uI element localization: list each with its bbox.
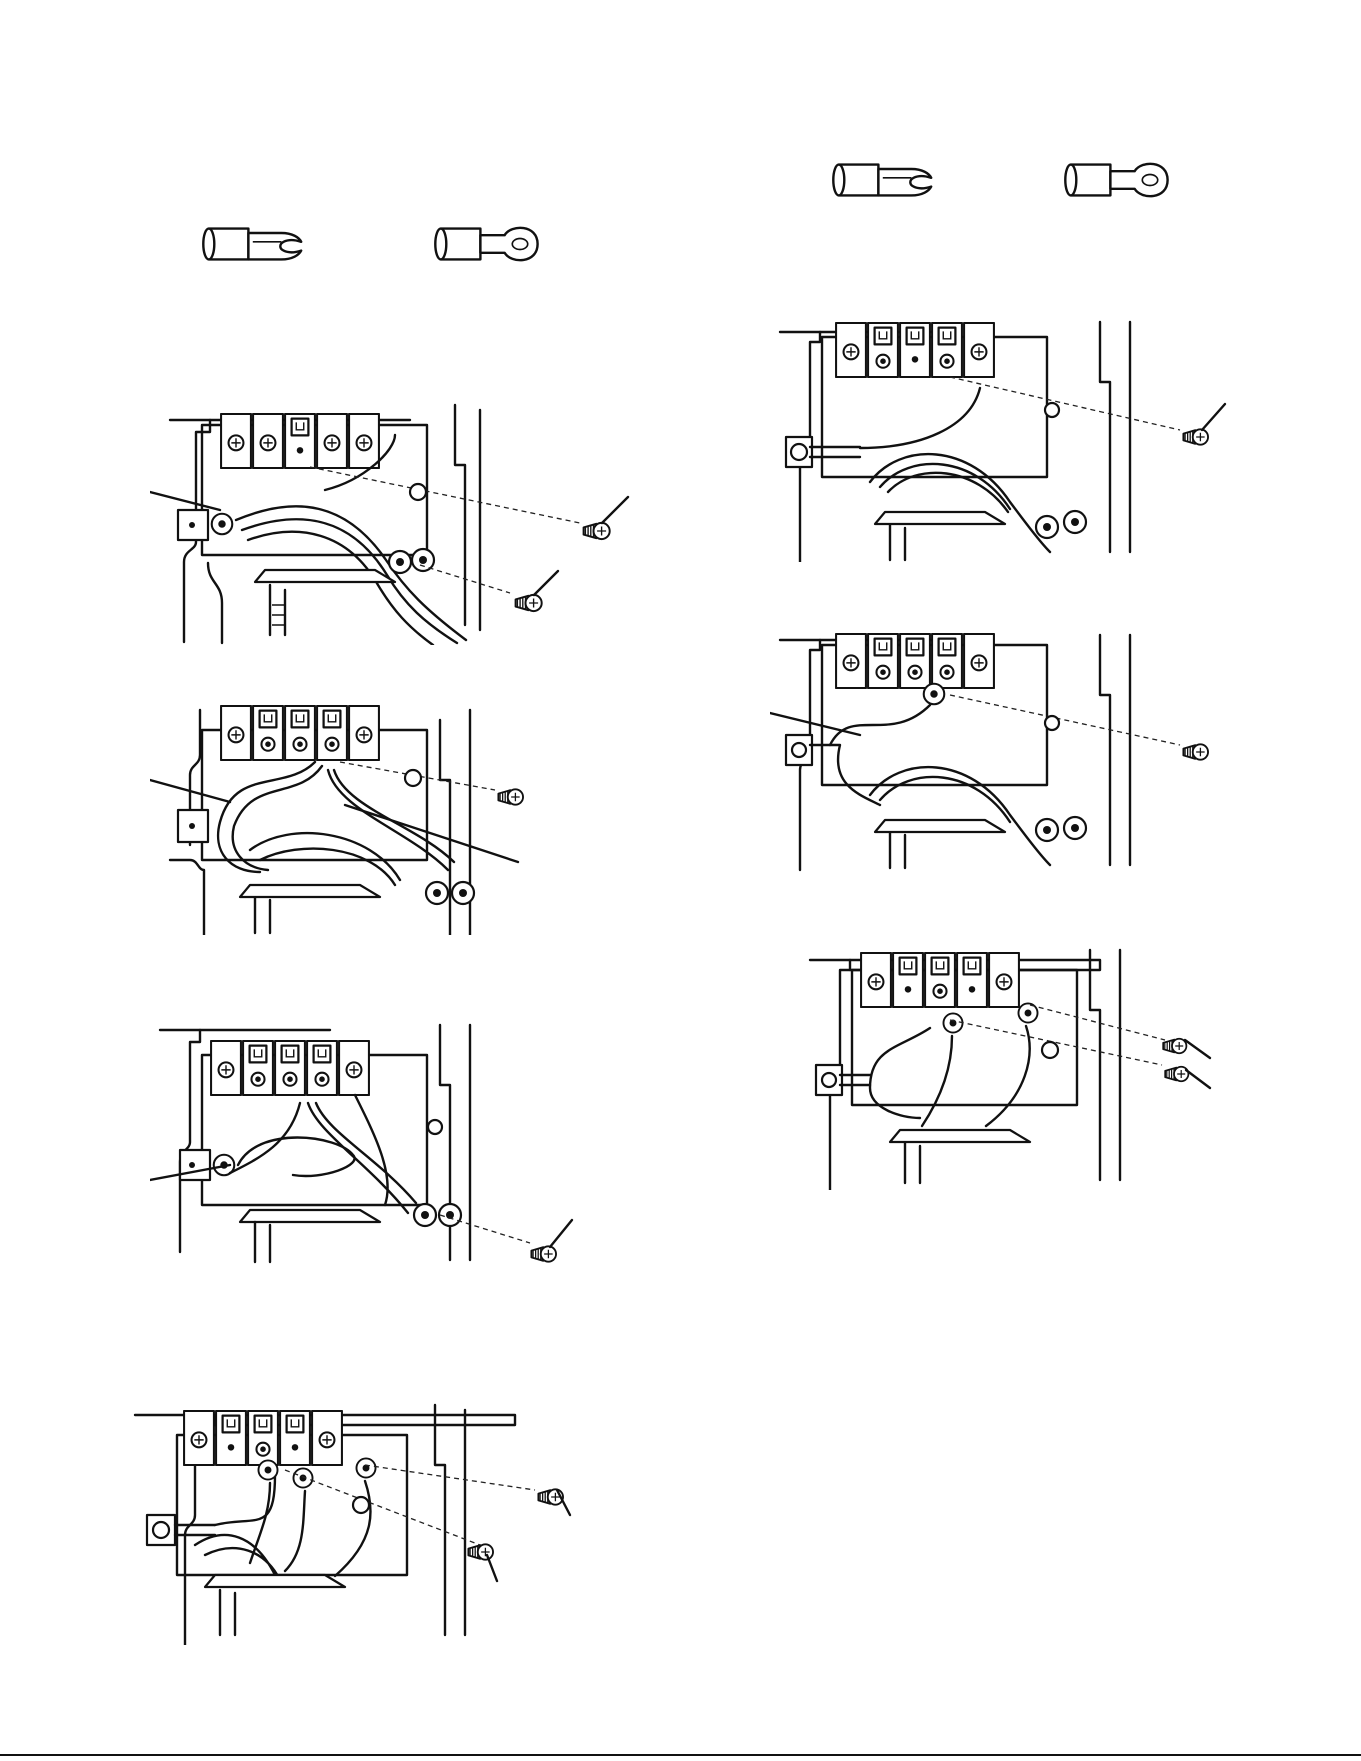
wiring-diagram-left-2 — [150, 700, 650, 935]
wiring-diagram-left-4 — [125, 1395, 645, 1645]
spade-terminal-icon — [200, 222, 310, 266]
wiring-diagram-left-3 — [150, 1015, 650, 1270]
spade-terminal-icon — [830, 158, 940, 202]
ring-terminal-icon — [1062, 158, 1172, 202]
wiring-diagram-right-2 — [770, 625, 1330, 875]
wiring-diagram-right-3 — [800, 940, 1340, 1190]
page-bottom-rule — [0, 1754, 1361, 1756]
wiring-diagram-right-1 — [770, 312, 1330, 562]
wiring-diagram-left-1 — [150, 395, 650, 645]
ring-terminal-icon — [432, 222, 542, 266]
